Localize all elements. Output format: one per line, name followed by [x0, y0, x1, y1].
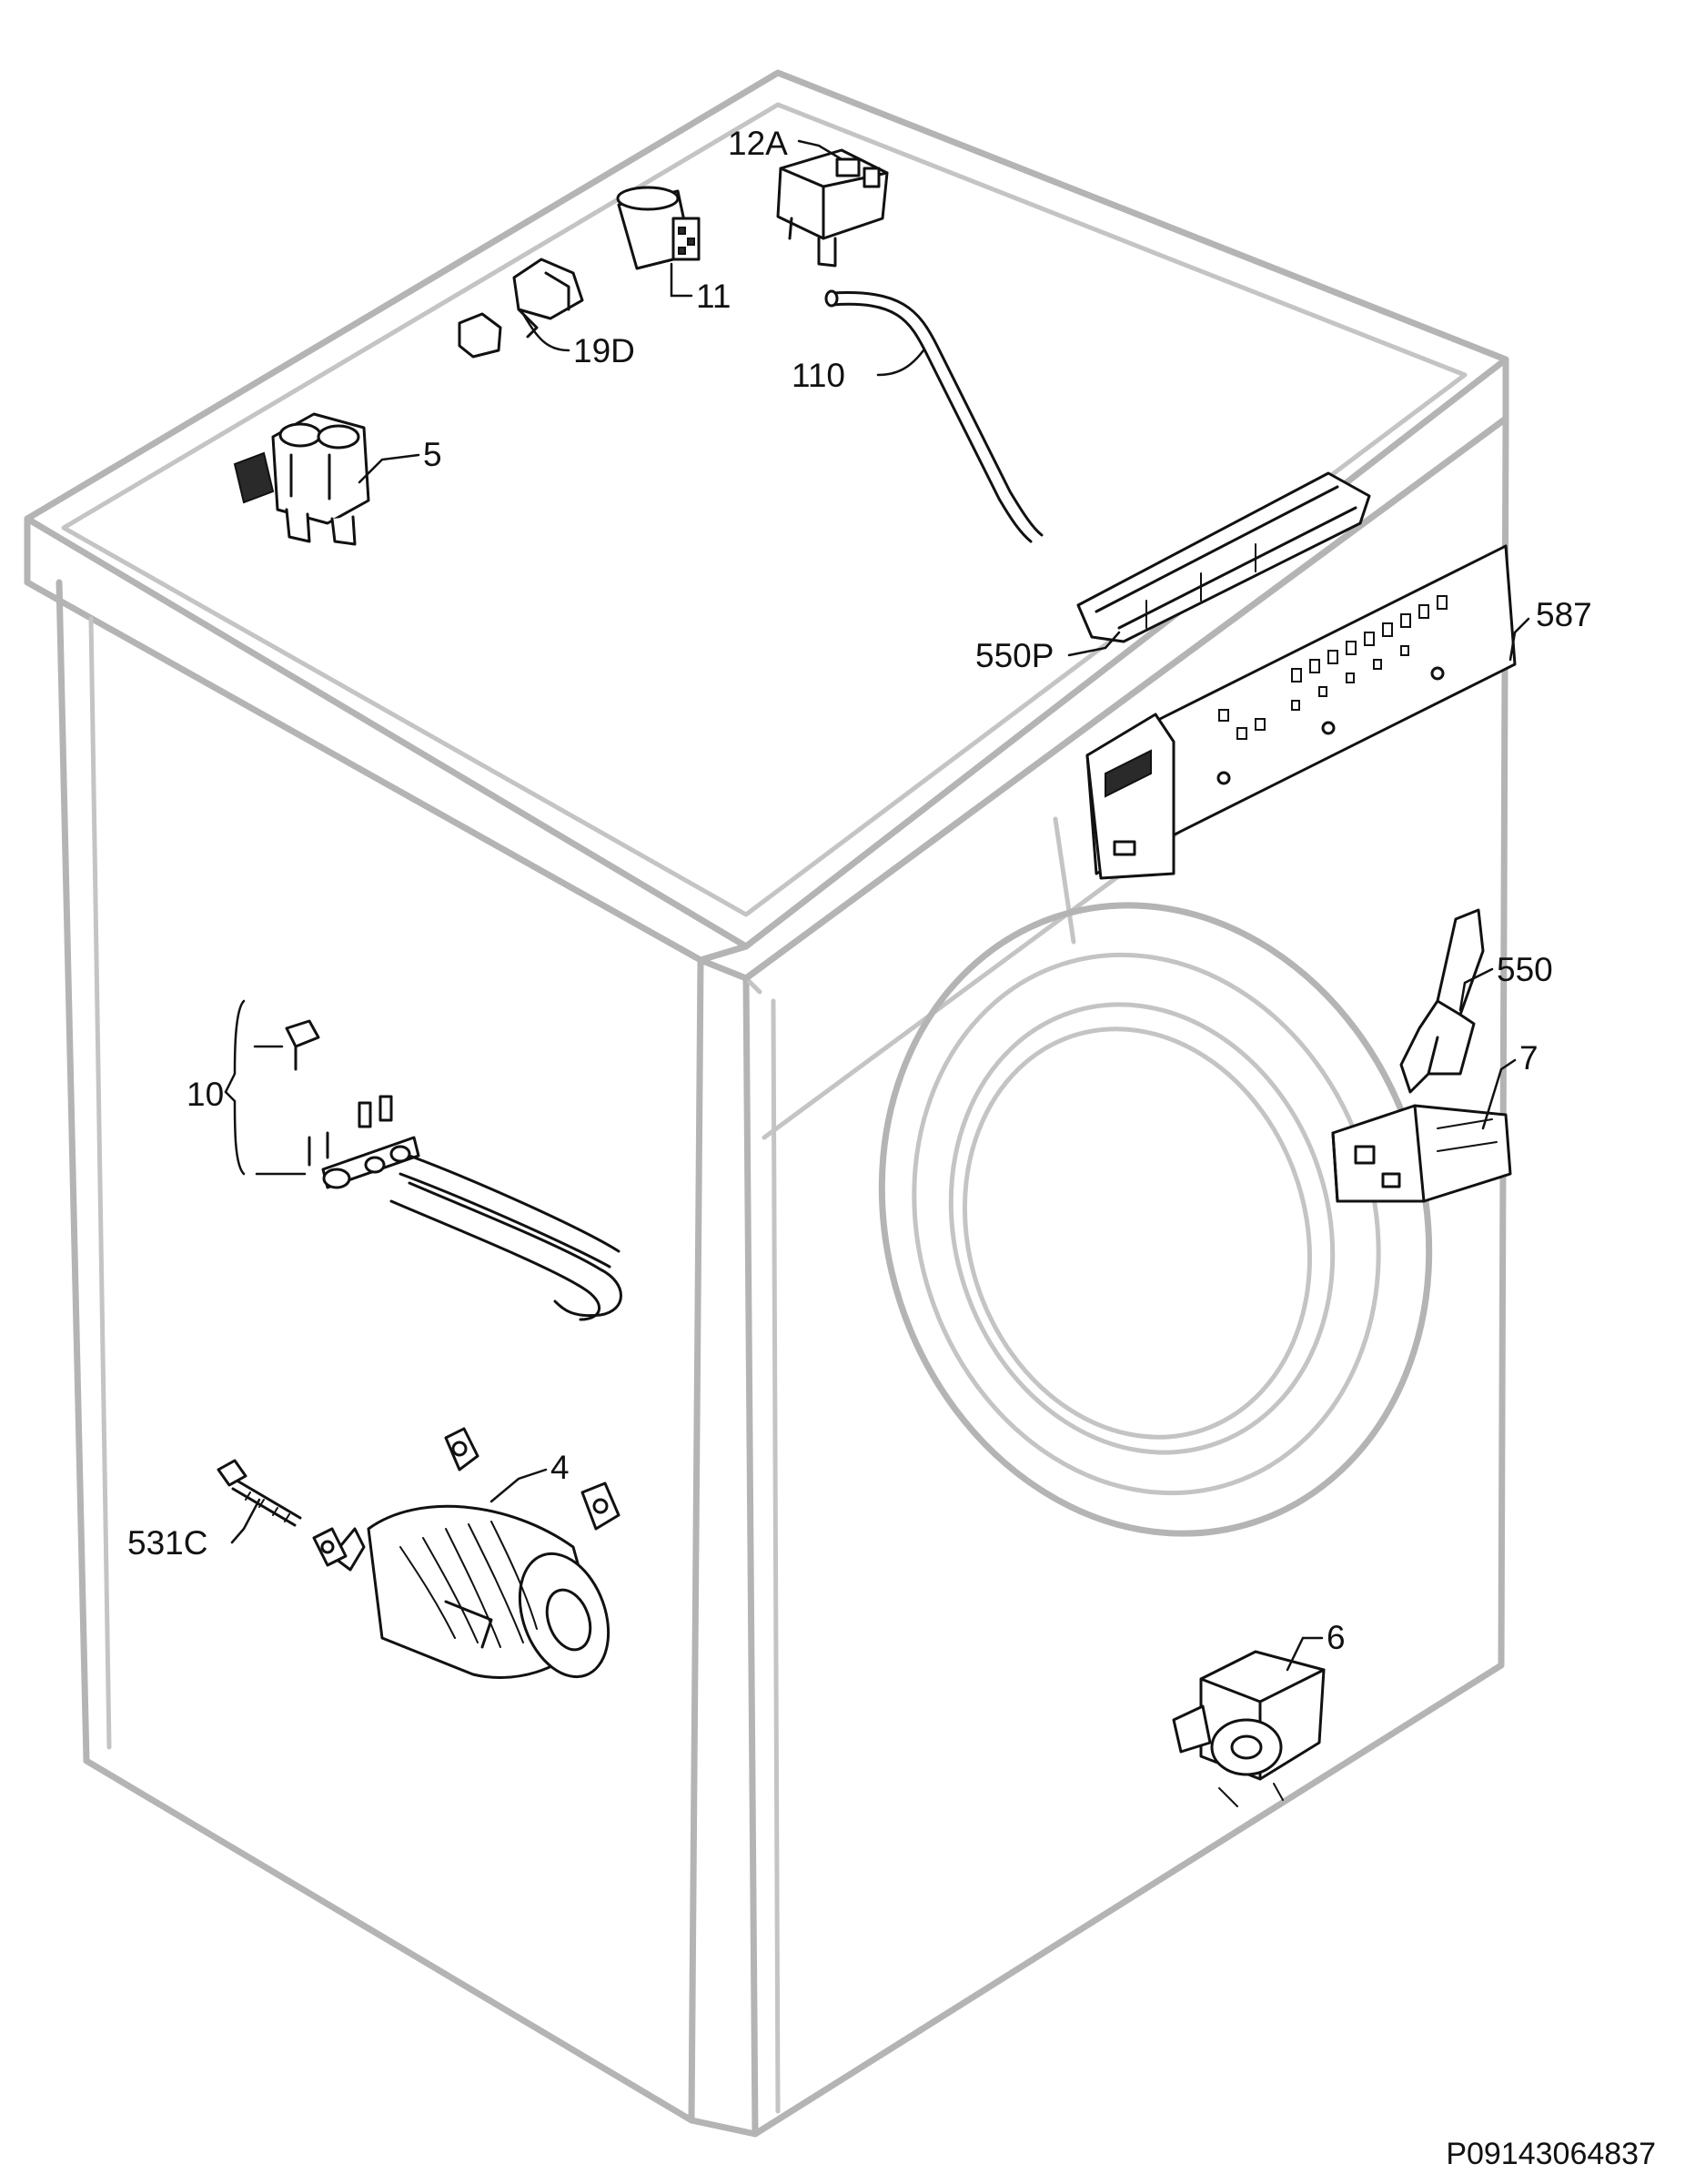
callout-531C: 531C: [127, 1524, 207, 1562]
callout-550: 550: [1497, 951, 1553, 988]
callout-12A: 12A: [728, 125, 788, 162]
machine-cabinet: [24, 69, 1509, 2138]
pressure-hose-part: [824, 289, 1044, 543]
diagram-reference-code: P09143064837: [1446, 2137, 1656, 2171]
callout-5: 5: [423, 436, 442, 473]
screw-part: [217, 1459, 302, 1527]
door-interlock-part: [1331, 1104, 1512, 1203]
callout-550P: 550P: [975, 637, 1054, 674]
callout-110: 110: [792, 357, 845, 394]
temperature-sensor-part: [458, 258, 584, 359]
drain-pump-part: [1172, 1650, 1326, 1807]
callout-19D: 19D: [573, 332, 635, 369]
callout-7: 7: [1519, 1039, 1539, 1077]
heating-element-part: [285, 1019, 622, 1321]
callout-6: 6: [1327, 1619, 1346, 1656]
capacitor-part: [616, 186, 701, 270]
pressure-switch-part: [776, 148, 889, 268]
inlet-valve-part: [233, 412, 370, 546]
callout-11: 11: [696, 278, 731, 315]
motor-part: [312, 1427, 620, 1679]
callout-labels: 12A 11 19D 110 5 550P 587 550 7 10 4 531…: [127, 125, 1592, 1656]
control-module-part: [1085, 544, 1517, 880]
leader-lines: [224, 139, 1530, 1672]
dispenser-panel-part: [1076, 471, 1371, 643]
callout-4: 4: [550, 1449, 570, 1486]
door-handle-part: [1399, 908, 1485, 1094]
callout-587: 587: [1536, 596, 1592, 633]
callout-10: 10: [187, 1076, 224, 1113]
